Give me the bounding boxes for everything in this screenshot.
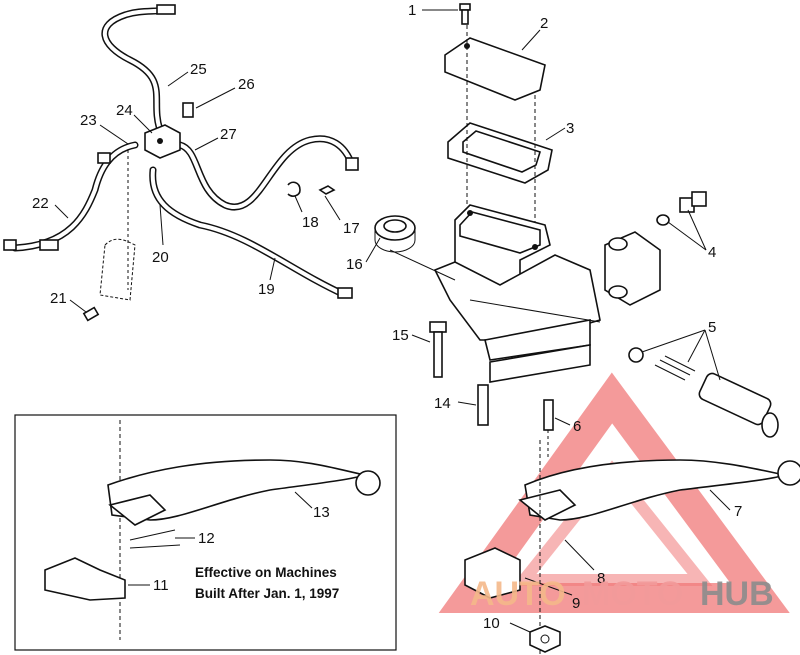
callout-24: 24 xyxy=(116,102,133,119)
watermark-hub: HUB xyxy=(700,575,774,613)
callout-5: 5 xyxy=(708,319,716,336)
callout-21: 21 xyxy=(50,290,67,307)
callout-13: 13 xyxy=(313,504,330,521)
callout-27: 27 xyxy=(220,126,237,143)
callout-3: 3 xyxy=(566,120,574,137)
callout-9: 9 xyxy=(572,595,580,612)
inset-note-line1: Effective on Machines xyxy=(195,565,337,580)
callout-12: 12 xyxy=(198,530,215,547)
callout-16: 16 xyxy=(346,256,363,273)
callout-7: 7 xyxy=(734,503,742,520)
callout-22: 22 xyxy=(32,195,49,212)
brake-hose-assembly xyxy=(3,4,359,322)
callout-10: 10 xyxy=(483,615,500,632)
reservoir-cover xyxy=(444,37,546,101)
callout-8: 8 xyxy=(597,570,605,587)
callout-1: 1 xyxy=(408,2,416,19)
inset-frame xyxy=(14,414,397,651)
master-cylinder-assembly xyxy=(374,3,779,460)
callout-19: 19 xyxy=(258,281,275,298)
callout-20: 20 xyxy=(152,249,169,266)
brake-lever-assembly xyxy=(464,440,800,655)
callout-labels: 1 2 3 4 5 6 7 8 9 10 11 12 13 14 15 16 1… xyxy=(32,2,742,633)
callout-18: 18 xyxy=(302,214,319,231)
callout-11: 11 xyxy=(153,577,169,594)
watermark-moto: MOTO xyxy=(582,575,683,613)
inset-note-line2: Built After Jan. 1, 1997 xyxy=(195,586,339,601)
callout-23: 23 xyxy=(80,112,97,129)
callout-4: 4 xyxy=(708,244,716,261)
watermark-auto: AUTO xyxy=(470,575,566,613)
callout-15: 15 xyxy=(392,327,409,344)
watermark-text: AUTO MOTO HUB xyxy=(470,575,774,613)
callout-26: 26 xyxy=(238,76,255,93)
callout-14: 14 xyxy=(434,395,451,412)
piston xyxy=(698,372,772,426)
callout-2: 2 xyxy=(540,15,548,32)
callout-17: 17 xyxy=(343,220,360,237)
inset-box xyxy=(14,414,397,651)
callout-25: 25 xyxy=(190,61,207,78)
callout-6: 6 xyxy=(573,418,581,435)
